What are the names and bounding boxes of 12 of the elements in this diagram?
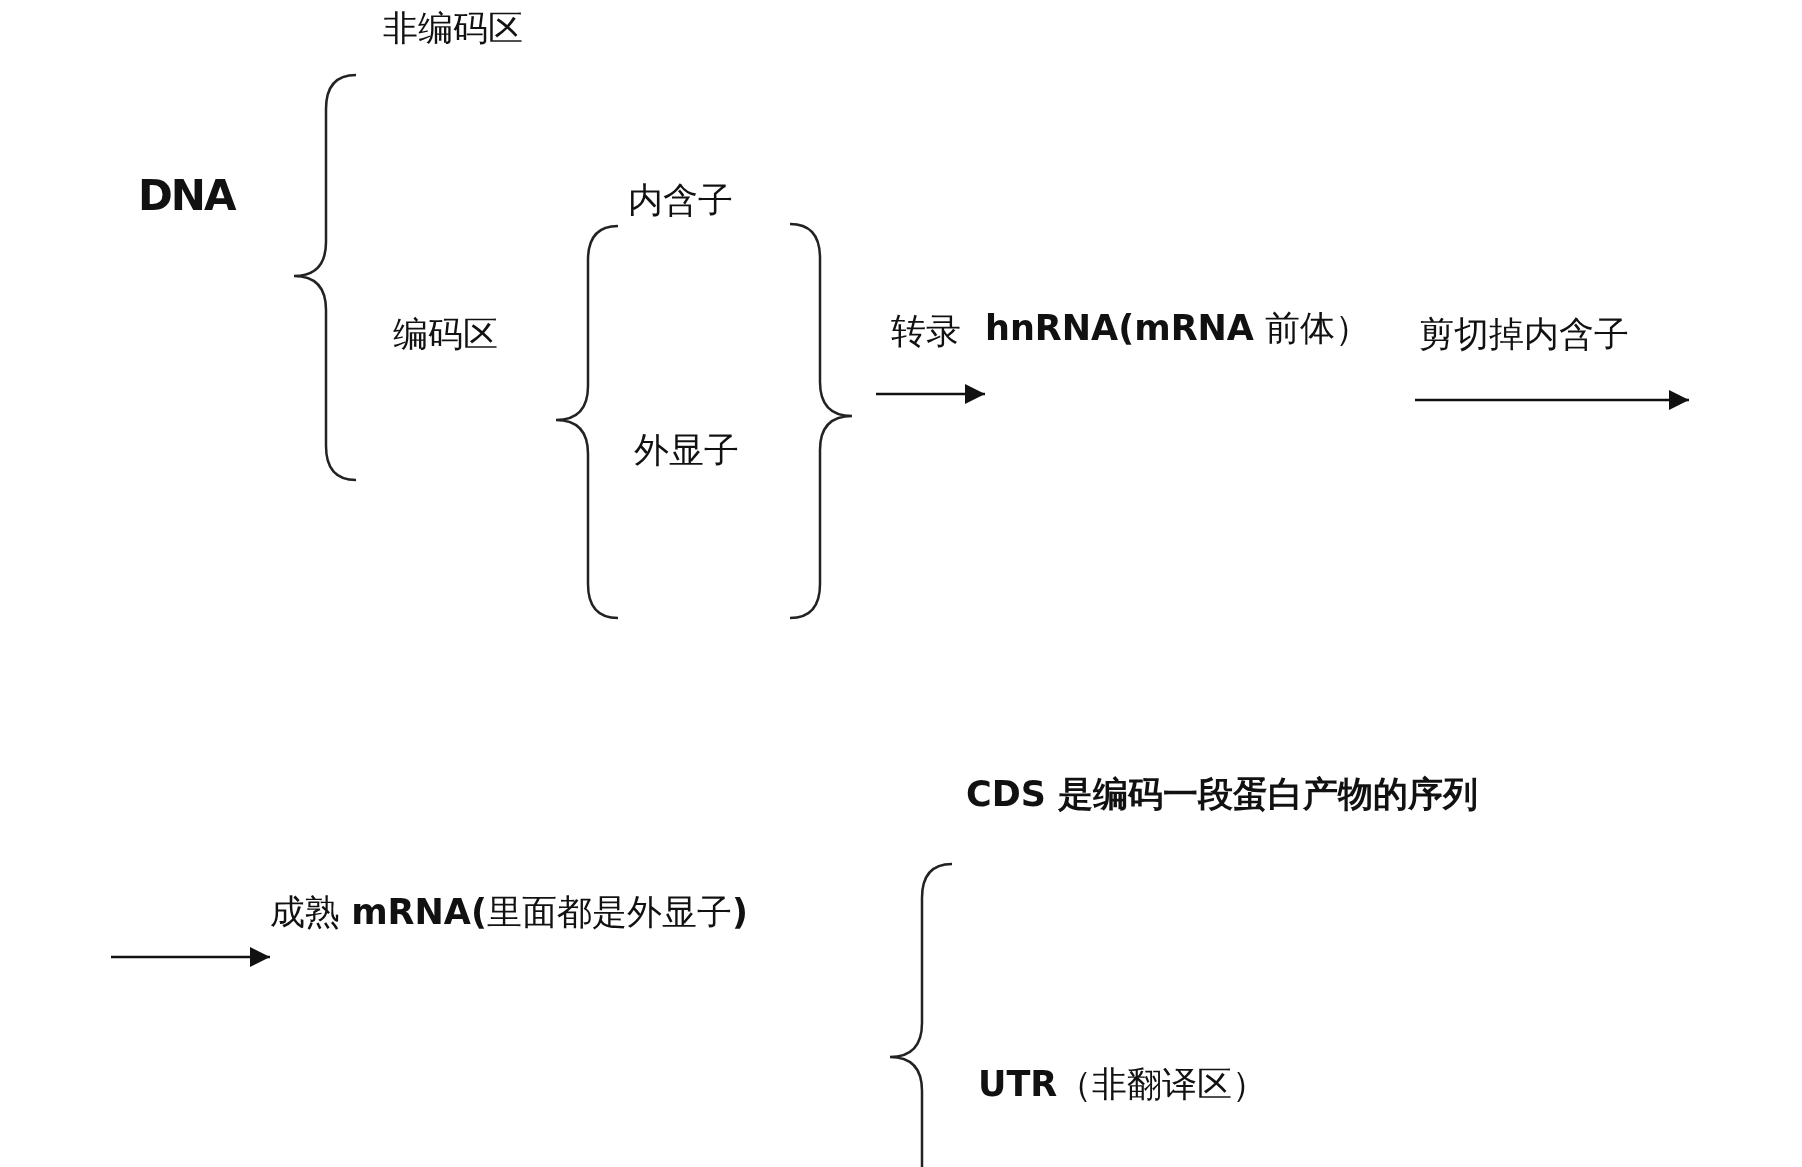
text-label: CDS 是编码一段蛋白产物的序列 xyxy=(966,772,1626,822)
arrow xyxy=(876,384,985,404)
arrow xyxy=(1415,390,1689,410)
text-label: UTR（非翻译区） xyxy=(978,1062,1338,1112)
text-label: 非编码区 xyxy=(383,6,563,52)
text-label: 编码区 xyxy=(393,312,523,358)
text-label: DNA xyxy=(138,174,238,224)
text-label: 内含子 xyxy=(628,178,758,224)
text-label: 成熟 mRNA(里面都是外显子) xyxy=(270,890,870,970)
text-label: hnRNA(mRNA 前体） xyxy=(985,306,1415,410)
text-label: 外显子 xyxy=(634,428,764,474)
arrow xyxy=(111,947,270,967)
